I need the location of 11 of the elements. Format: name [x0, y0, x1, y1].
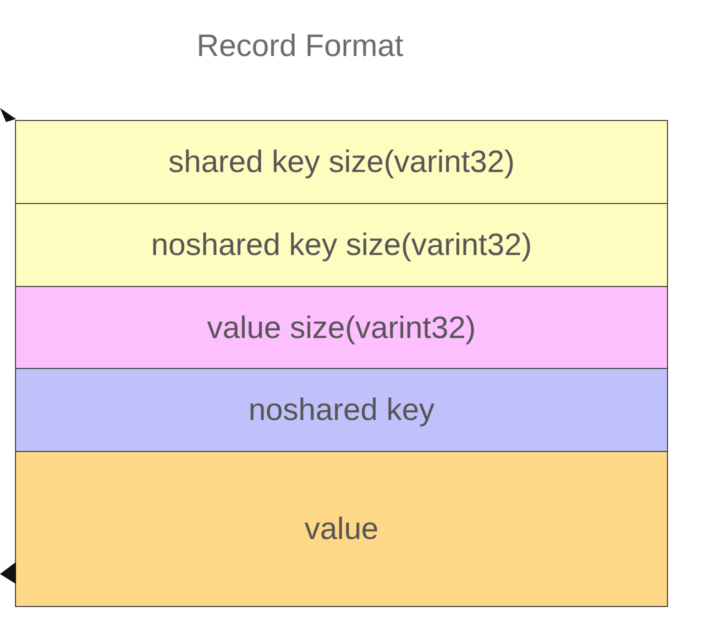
record-field [15, 368, 668, 452]
field-name: shared key size(varint32) [168, 144, 515, 180]
field-name: noshared key [248, 392, 435, 428]
record-field [15, 286, 668, 369]
record-field [15, 451, 668, 607]
diagram-title: Record Format [196, 28, 404, 64]
field-name: noshared key size(varint32) [151, 227, 532, 263]
field-name: value size(varint32) [207, 310, 476, 346]
record-field [15, 120, 668, 204]
record-field [15, 203, 668, 287]
field-name: value [304, 511, 379, 547]
